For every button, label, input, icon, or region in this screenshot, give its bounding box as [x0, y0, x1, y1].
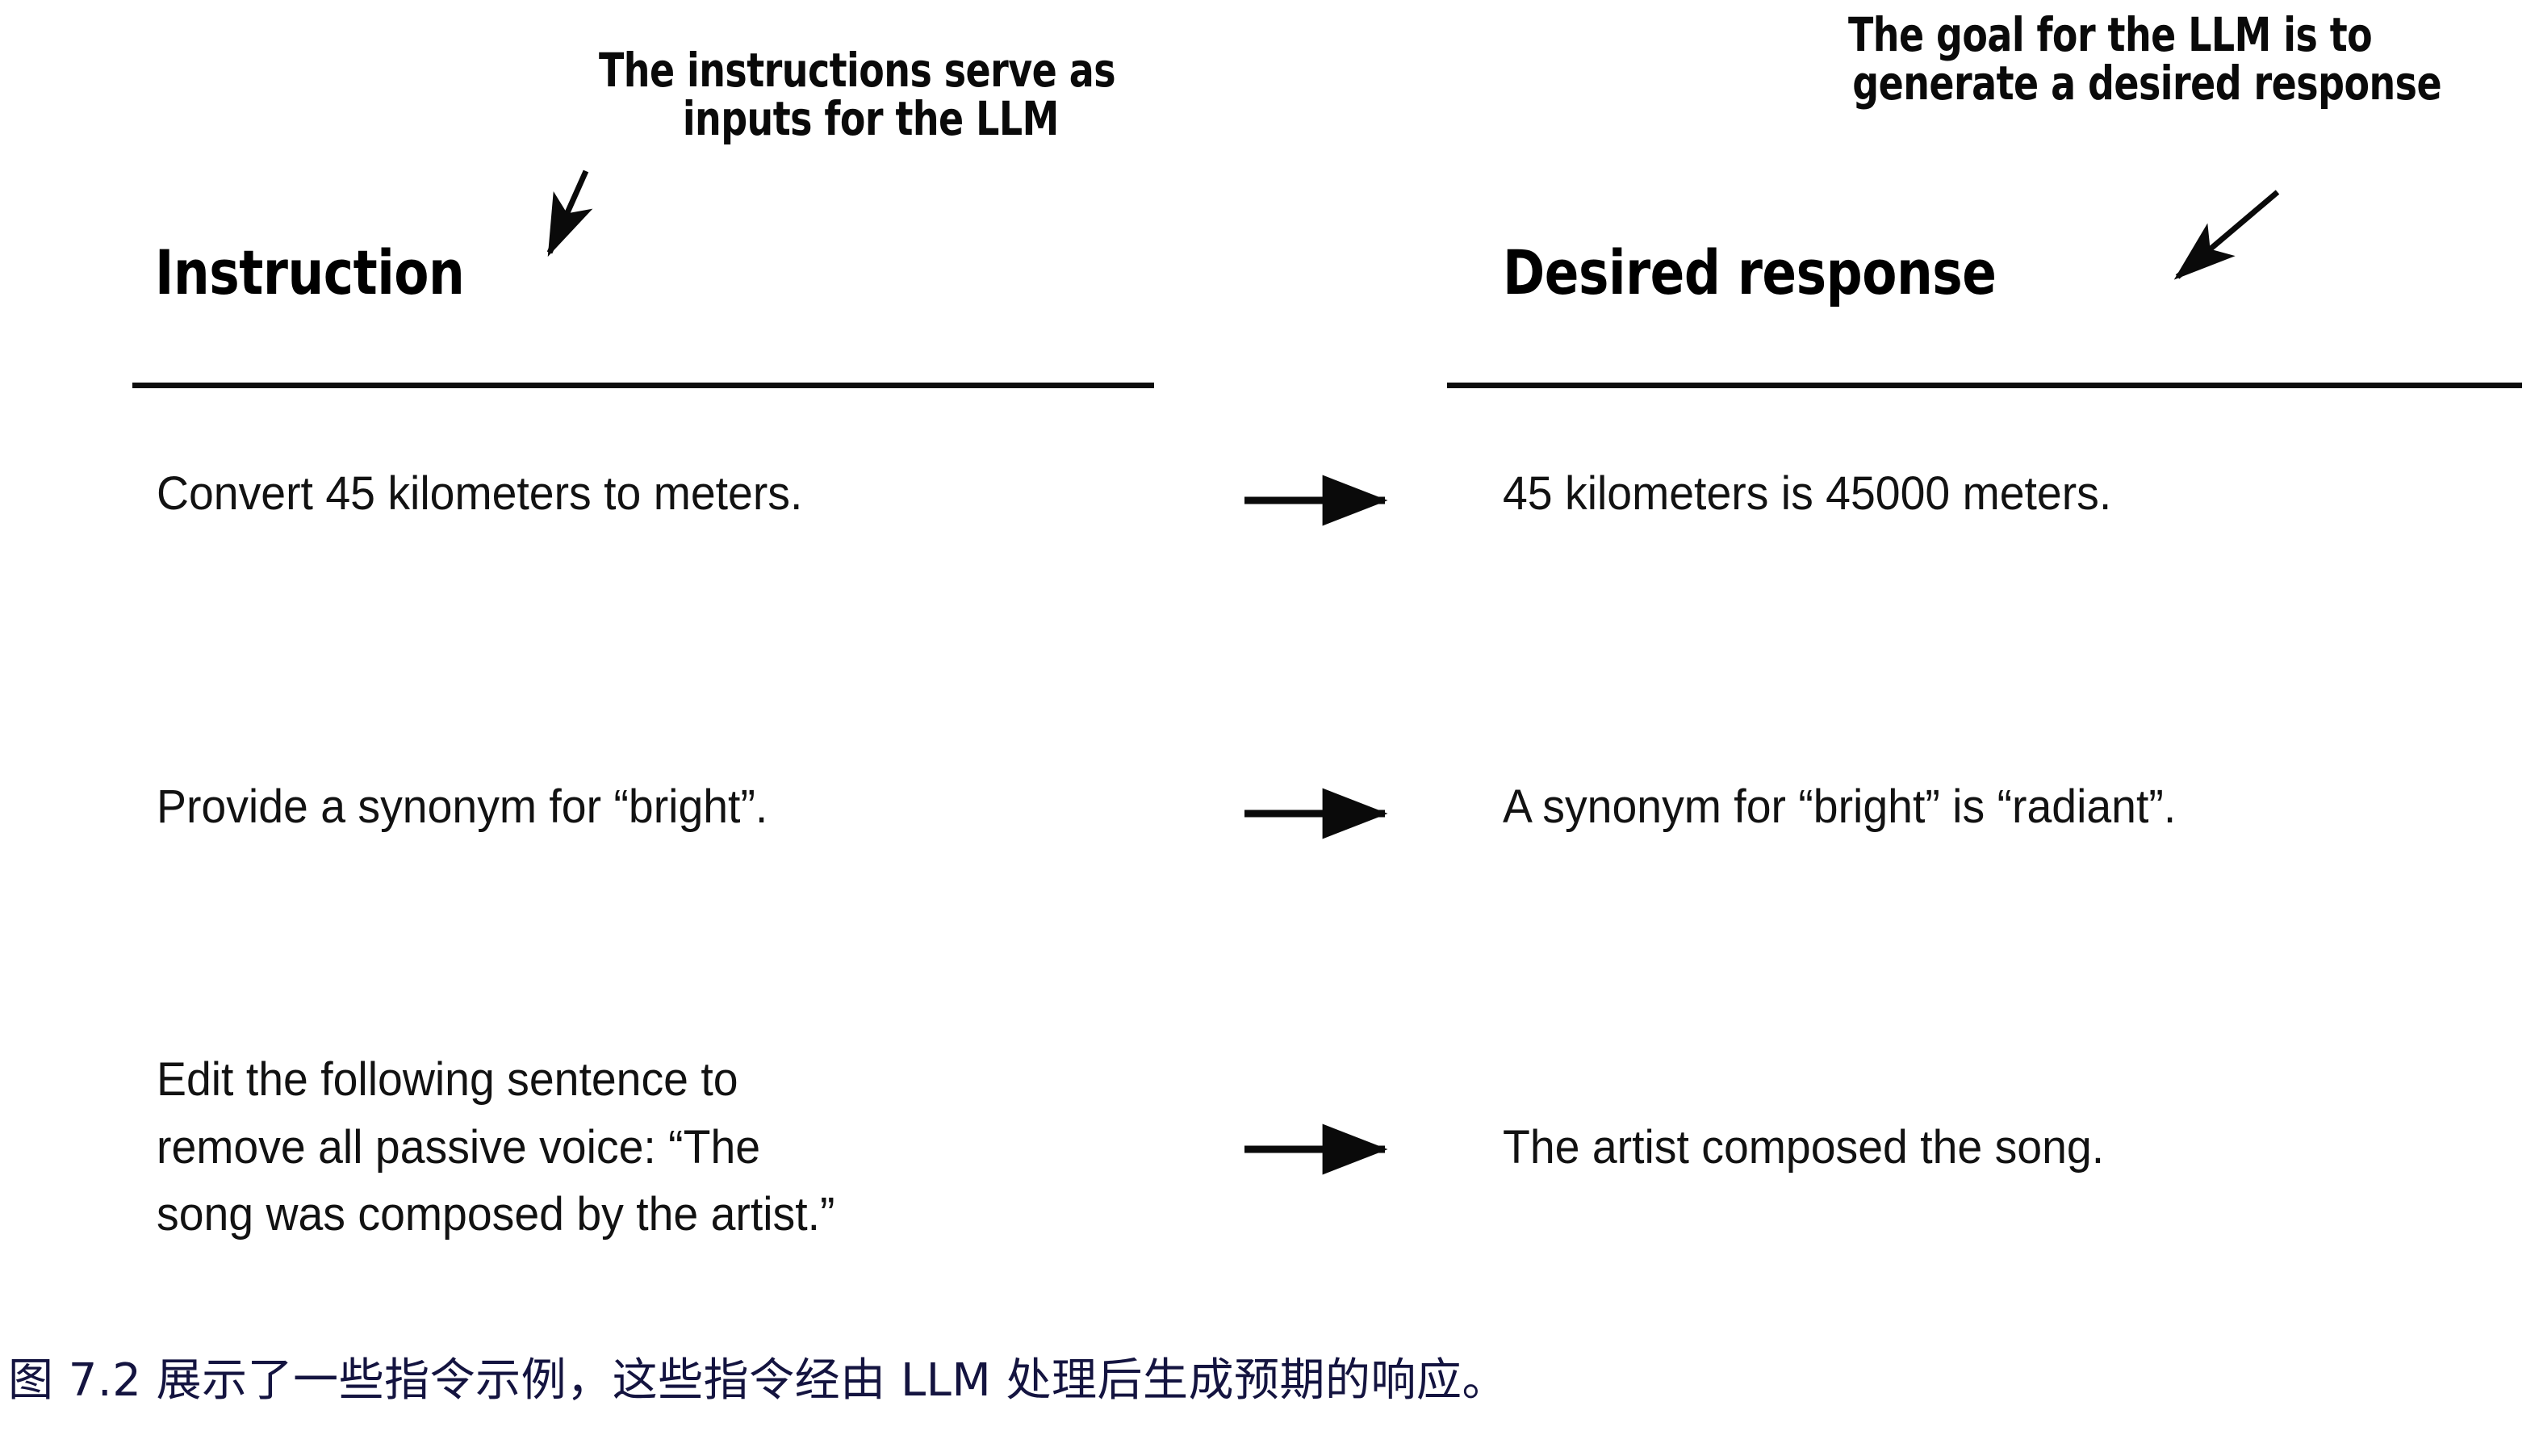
response-cell-row-2: A synonym for “bright” is “radiant”. [1503, 780, 2177, 833]
instruction-cell-row-1: Convert 45 kilometers to meters. [157, 467, 803, 520]
instruction-cell-row-2: Provide a synonym for “bright”. [157, 780, 768, 833]
desired-response-column-header: Desired response [1503, 236, 1997, 308]
instruction-callout-text: The instructions serve as inputs for the… [599, 43, 1116, 146]
response-callout-text: The goal for the LLM is to generate a de… [1848, 7, 2442, 111]
figure-caption: 图 7.2 展示了一些指令示例，这些指令经由 LLM 处理后生成预期的响应。 [8, 1354, 1508, 1407]
response-column-divider [1447, 383, 2522, 388]
response-callout-arrow-icon [2173, 190, 2280, 280]
instruction-cell-row-3: Edit the following sentence to remove al… [157, 1053, 835, 1241]
instruction-callout-line-1: The instructions serve as [599, 43, 1116, 98]
response-cell-row-1: 45 kilometers is 45000 meters. [1503, 467, 2112, 520]
response-callout-line-1: The goal for the LLM is to [1848, 7, 2373, 62]
instruction-callout-arrow-icon [546, 169, 593, 257]
response-callout-line-2: generate a desired response [1852, 55, 2442, 111]
instruction-column-divider [132, 383, 1154, 388]
instruction-column-header: Instruction [155, 236, 465, 308]
response-cell-row-3: The artist composed the song. [1503, 1121, 2105, 1174]
instruction-callout-line-2: inputs for the LLM [682, 90, 1059, 146]
